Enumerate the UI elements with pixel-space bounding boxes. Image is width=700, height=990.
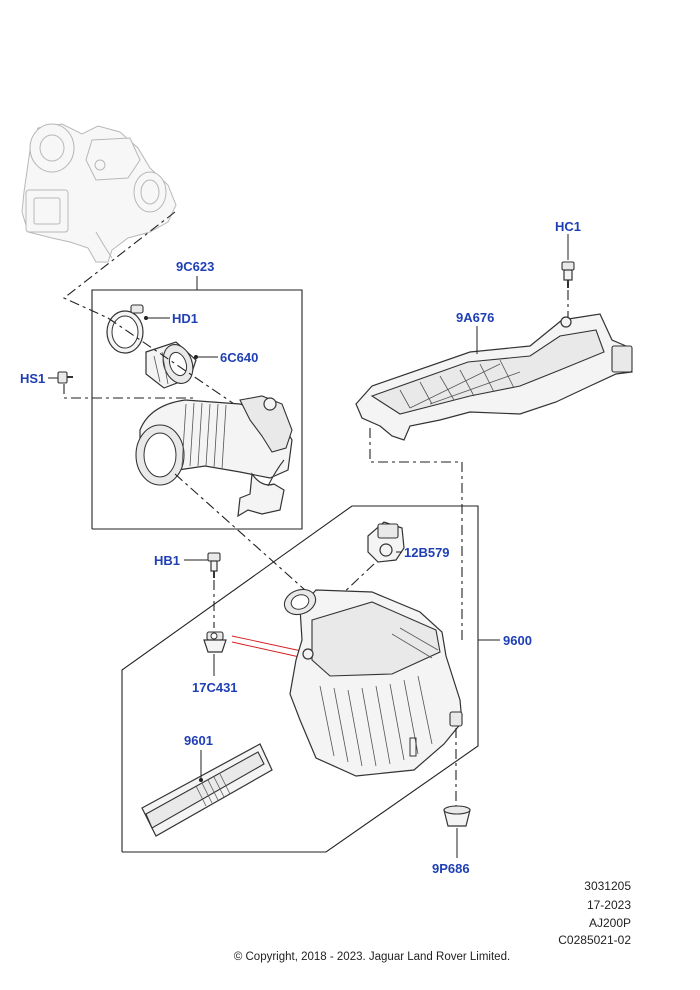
callout-hc1: HC1 bbox=[555, 219, 581, 234]
link-line-sensor bbox=[339, 563, 375, 597]
reference-engine-code: AJ200P bbox=[589, 916, 631, 930]
screw-hs1 bbox=[48, 371, 73, 384]
callout-9600: 9600 bbox=[503, 633, 532, 648]
callout-12b579: 12B579 bbox=[404, 545, 450, 560]
grommet-9p686 bbox=[443, 805, 471, 858]
air-resonator-9a676 bbox=[355, 313, 633, 441]
screw-hb1 bbox=[184, 552, 221, 578]
turbocharger-reference-illustration bbox=[21, 123, 177, 263]
reference-number: 3031205 bbox=[584, 879, 631, 893]
callout-9a676: 9A676 bbox=[456, 310, 494, 325]
screw-hc1 bbox=[561, 234, 575, 288]
mounting-highlight-lines bbox=[231, 635, 307, 659]
callout-6c640: 6C640 bbox=[220, 350, 258, 365]
air-cleaner-frame bbox=[121, 505, 500, 853]
callout-hs1: HS1 bbox=[20, 371, 45, 386]
callout-9p686: 9P686 bbox=[432, 861, 470, 876]
callout-hb1: HB1 bbox=[154, 553, 180, 568]
reference-date: 17-2023 bbox=[587, 898, 631, 912]
callout-9c623: 9C623 bbox=[176, 259, 214, 274]
link-line-hs1 bbox=[63, 384, 196, 399]
grommet-17c431 bbox=[203, 631, 227, 676]
reference-illustration-code: C0285021-02 bbox=[558, 933, 631, 947]
hose-clip-hd1 bbox=[106, 304, 170, 354]
link-line-turbo bbox=[62, 211, 176, 319]
copyright-notice: © Copyright, 2018 - 2023. Jaguar Land Ro… bbox=[234, 951, 510, 963]
coupling-6c640 bbox=[145, 341, 218, 389]
callout-17c431: 17C431 bbox=[192, 680, 238, 695]
link-line-resonator bbox=[369, 428, 463, 640]
hose-assembly-frame bbox=[91, 276, 303, 530]
callout-9601: 9601 bbox=[184, 733, 213, 748]
callout-hd1: HD1 bbox=[172, 311, 198, 326]
link-line-hose-to-box bbox=[174, 473, 306, 591]
air-filter-element-9601 bbox=[141, 743, 273, 837]
air-cleaner-box-9600 bbox=[283, 588, 463, 777]
intake-hose bbox=[135, 395, 293, 518]
mass-air-flow-sensor-12b579 bbox=[367, 521, 405, 563]
